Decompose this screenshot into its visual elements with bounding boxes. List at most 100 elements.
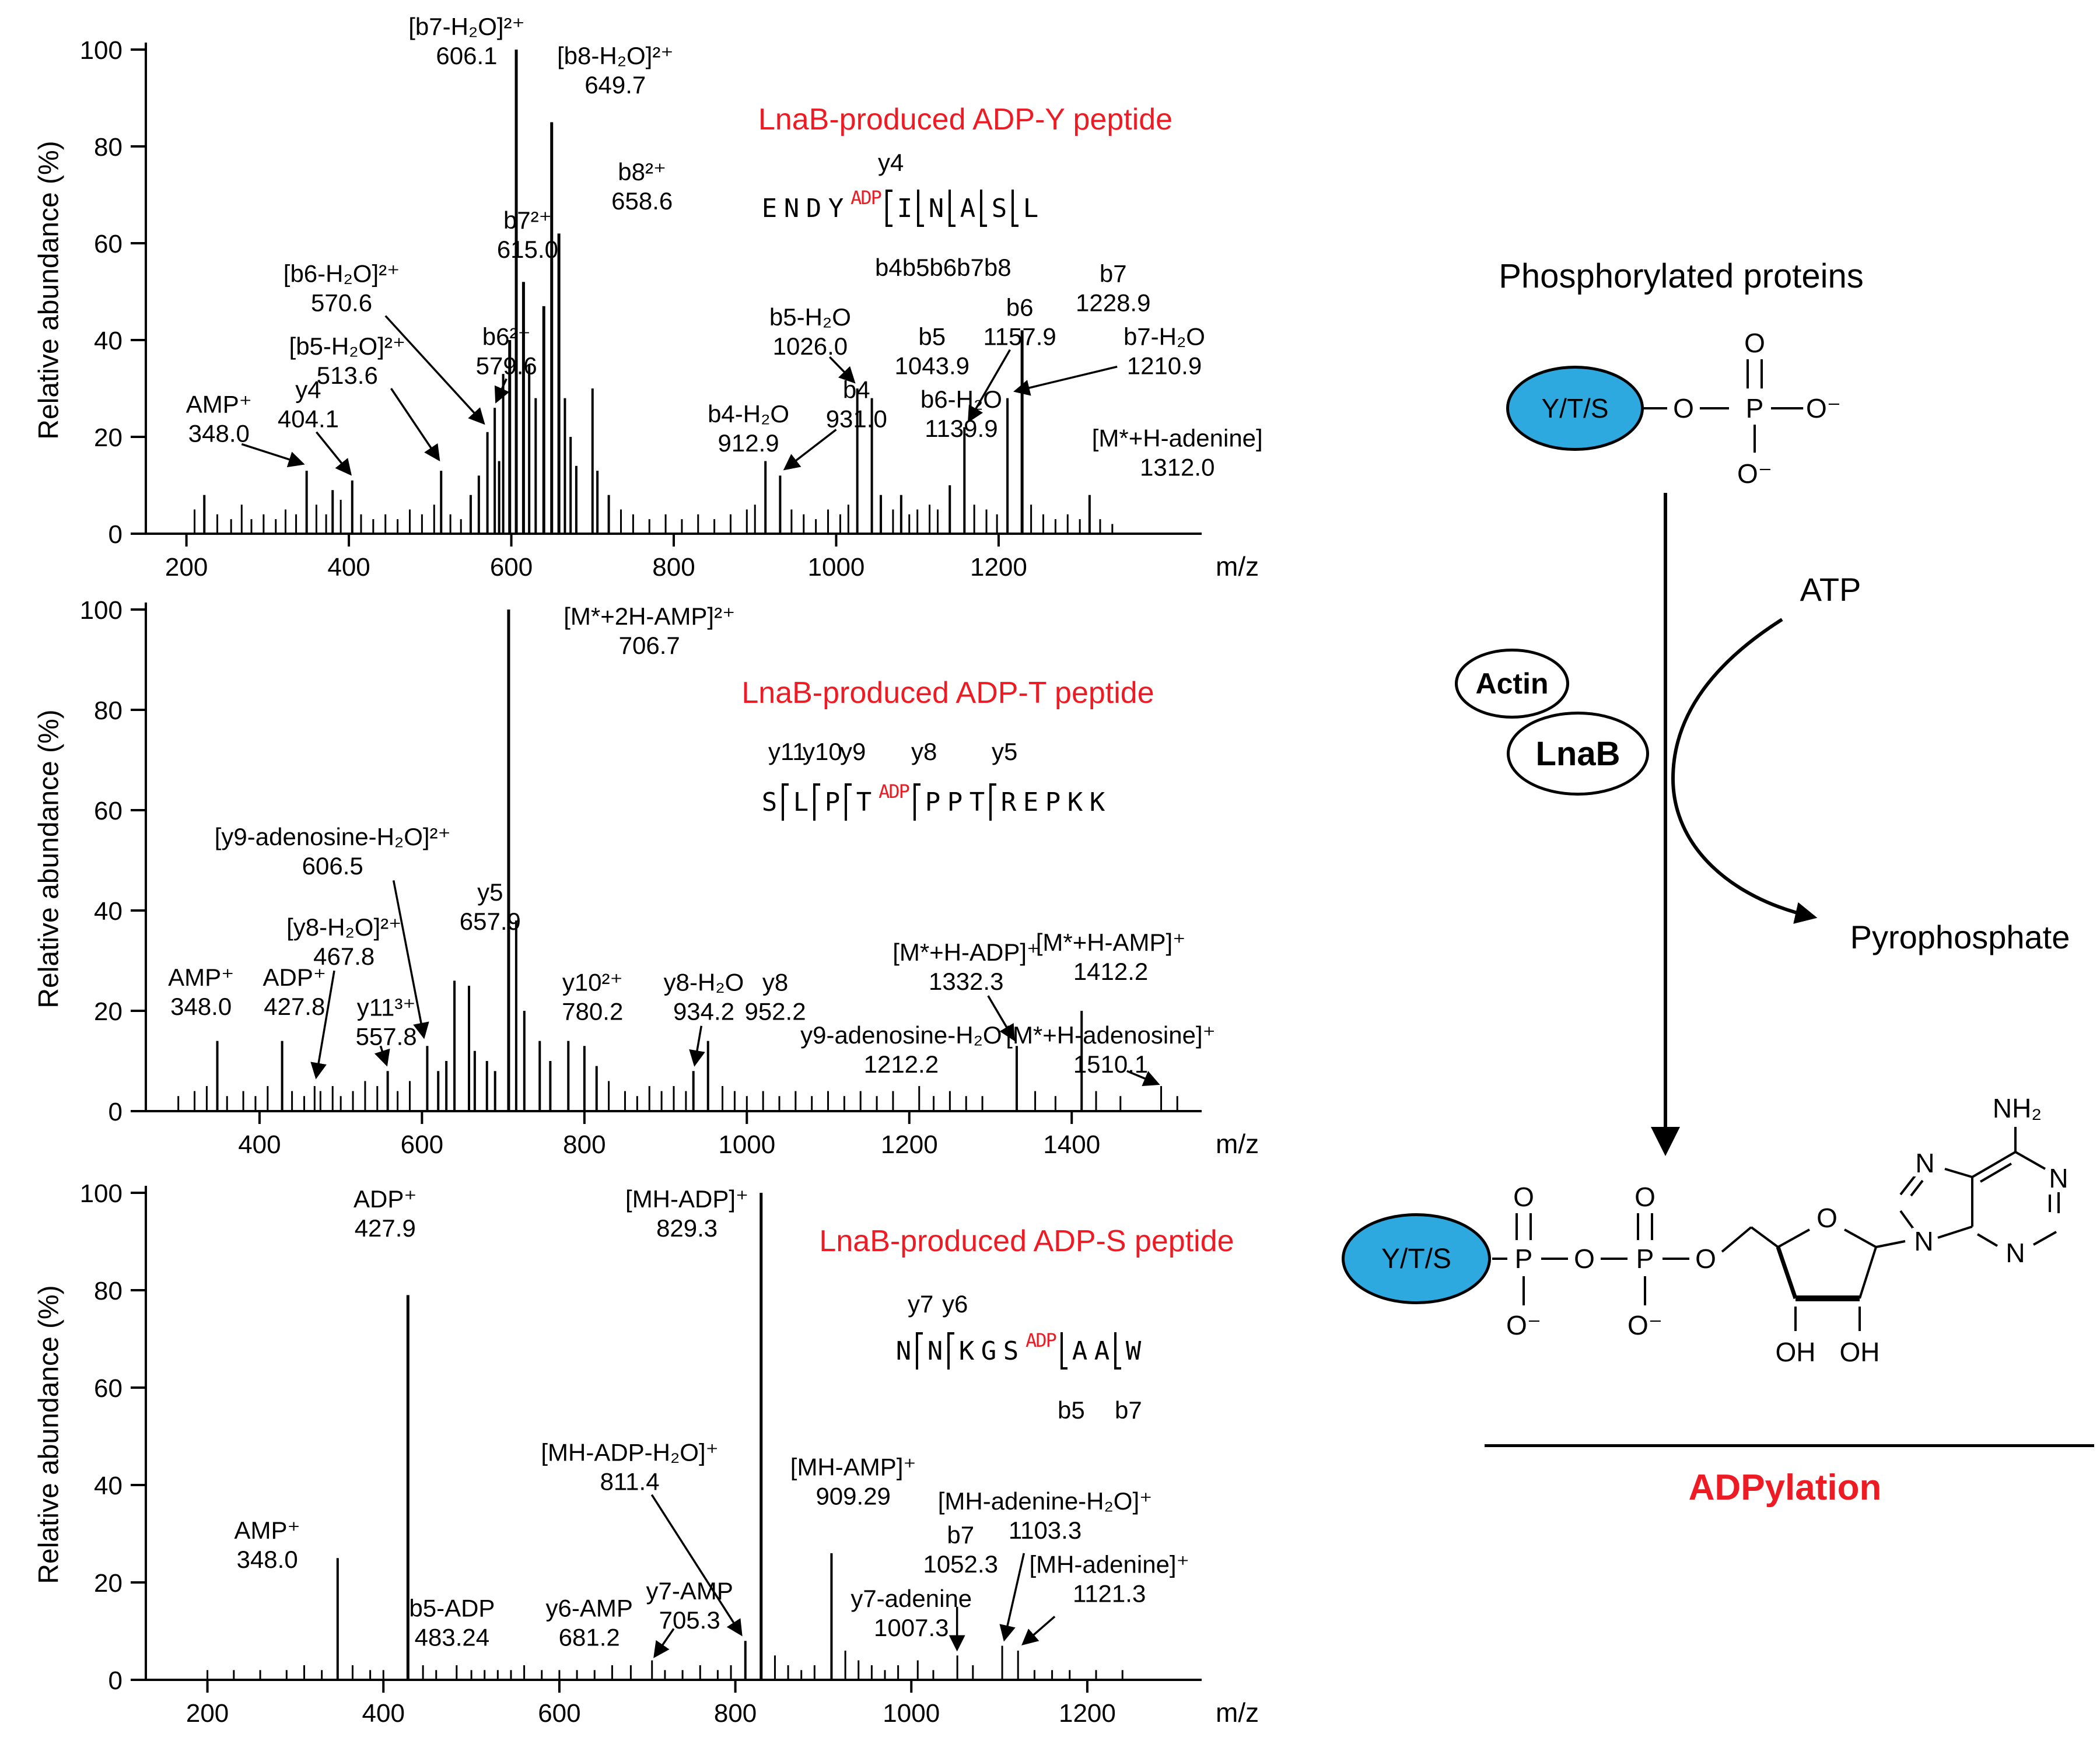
peak-label: y8 bbox=[762, 969, 788, 996]
residue: P bbox=[925, 787, 941, 817]
x-tick-label: 600 bbox=[538, 1699, 580, 1728]
peak-label: [MH-adenine]⁺ bbox=[1029, 1550, 1189, 1578]
y-tick-label: 100 bbox=[80, 36, 123, 65]
residue: K bbox=[958, 1336, 975, 1366]
bond bbox=[1750, 1226, 1779, 1248]
annotation-arrow bbox=[1126, 1070, 1160, 1086]
annotation-arrow bbox=[316, 431, 352, 476]
y-tick-label: 40 bbox=[94, 897, 123, 926]
peak-label: 467.8 bbox=[313, 943, 374, 970]
peak-label: 348.0 bbox=[170, 993, 232, 1020]
y-tick-label: 40 bbox=[94, 1472, 123, 1500]
residue: T bbox=[856, 787, 872, 817]
residue: N bbox=[928, 193, 944, 223]
residue: R bbox=[1000, 787, 1017, 817]
peak-label: 348.0 bbox=[188, 420, 250, 447]
actin-ellipse: Actin bbox=[1455, 649, 1569, 719]
residue: N bbox=[783, 193, 800, 223]
residue: L bbox=[1023, 193, 1039, 223]
peak-label: [b7-H₂O]²⁺ bbox=[408, 13, 525, 40]
annotation-arrow bbox=[987, 995, 1015, 1042]
peak-label: 615.0 bbox=[497, 236, 558, 263]
peak-label: [M*+2H-AMP]²⁺ bbox=[564, 603, 735, 630]
peak-label: b6 bbox=[1006, 294, 1034, 321]
fragment-bar bbox=[845, 783, 852, 821]
x-tick-label: 200 bbox=[165, 553, 208, 582]
x-axis-unit: m/z bbox=[1216, 551, 1259, 582]
y-tick-label: 60 bbox=[94, 230, 123, 258]
fragment-bar bbox=[813, 783, 820, 821]
fragment-bar bbox=[980, 190, 987, 227]
residue: A bbox=[1072, 1336, 1088, 1366]
y-tick-label: 80 bbox=[94, 133, 123, 162]
y-axis-label-spectrum-1: Relative abundance (%) bbox=[33, 141, 65, 440]
peak-label: 1043.9 bbox=[895, 352, 970, 379]
peak-label: 706.7 bbox=[619, 632, 680, 659]
peak-label: y10²⁺ bbox=[562, 969, 623, 996]
bond bbox=[1899, 1210, 1917, 1233]
peak-label: [b6-H₂O]²⁺ bbox=[284, 260, 400, 287]
peak-label: y11³⁺ bbox=[357, 994, 416, 1021]
residue: E bbox=[1023, 787, 1039, 817]
peak-label: 1510.1 bbox=[1073, 1050, 1148, 1078]
peak-label: b6-H₂O bbox=[921, 386, 1002, 413]
x-axis-unit: m/z bbox=[1216, 1129, 1259, 1159]
peak-label: AMP⁺ bbox=[235, 1517, 300, 1544]
peak-label: [y8-H₂O]²⁺ bbox=[286, 913, 401, 941]
annotation-arrow bbox=[650, 1494, 743, 1637]
residue: D bbox=[806, 193, 822, 223]
residue: S bbox=[1003, 1336, 1019, 1366]
divider-line bbox=[1485, 1444, 2094, 1447]
peak-label: b4-H₂O bbox=[708, 400, 789, 428]
peak-label: [M*+H-adenosine]⁺ bbox=[1006, 1021, 1216, 1049]
fragment-label: y11 bbox=[768, 738, 806, 765]
atom-label: O bbox=[1574, 1244, 1595, 1274]
spectrum-3-title: LnaB-produced ADP-S peptide bbox=[819, 1224, 1234, 1258]
atom-label: O⁻ bbox=[1506, 1310, 1541, 1340]
bond bbox=[1971, 1151, 2017, 1178]
peak-label: [MH-AMP]⁺ bbox=[790, 1453, 916, 1480]
peak-label: y5 bbox=[477, 878, 503, 906]
atom-label: O bbox=[1513, 1182, 1534, 1212]
x-tick-label: 200 bbox=[186, 1699, 229, 1728]
annotation-arrow bbox=[1013, 365, 1118, 396]
atom-label: P bbox=[1515, 1244, 1533, 1274]
fragment-bar bbox=[916, 1332, 923, 1370]
fragment-bar bbox=[949, 190, 956, 227]
y-tick-label: 40 bbox=[94, 327, 123, 355]
peak-label: 681.2 bbox=[559, 1623, 620, 1651]
y-tick-label: 0 bbox=[108, 1666, 123, 1695]
peak-label: 1210.9 bbox=[1127, 352, 1202, 379]
peak-label: 483.24 bbox=[415, 1623, 489, 1651]
peak-label: ADP⁺ bbox=[263, 964, 327, 991]
peak-label: [M*+H-AMP]⁺ bbox=[1036, 929, 1186, 956]
peak-label: b5 bbox=[918, 323, 946, 350]
atom-label: O bbox=[1673, 393, 1694, 423]
y-tick-label: 80 bbox=[94, 696, 123, 725]
peak-label: 1312.0 bbox=[1140, 454, 1214, 481]
bond bbox=[1976, 1233, 1999, 1247]
residue: K bbox=[1067, 787, 1083, 817]
atom-label: O bbox=[1695, 1244, 1716, 1274]
peak-label: b4 bbox=[843, 376, 870, 404]
fragment-label: b7 bbox=[1115, 1396, 1142, 1424]
substrate-residue-top: Y/T/S bbox=[1506, 366, 1644, 451]
fragment-bar bbox=[947, 1332, 954, 1370]
peak-label: 780.2 bbox=[562, 998, 623, 1025]
atom-label: P bbox=[1636, 1244, 1654, 1274]
bond bbox=[1776, 1246, 1798, 1300]
y-axis-label-spectrum-2: Relative abundance (%) bbox=[33, 709, 65, 1008]
annotation-arrow bbox=[390, 388, 440, 462]
adp-superscript: ADP bbox=[878, 780, 910, 803]
x-tick-label: 1200 bbox=[1059, 1699, 1116, 1728]
bond bbox=[1937, 1225, 1973, 1239]
x-tick-label: 800 bbox=[652, 553, 695, 582]
peak-label: 829.3 bbox=[656, 1214, 718, 1242]
residue: S bbox=[761, 787, 778, 817]
peak-label: 912.9 bbox=[718, 429, 779, 457]
atp-label: ATP bbox=[1800, 571, 1861, 608]
x-tick-label: 600 bbox=[490, 553, 533, 582]
atom-label: NH₂ bbox=[1993, 1093, 2042, 1123]
